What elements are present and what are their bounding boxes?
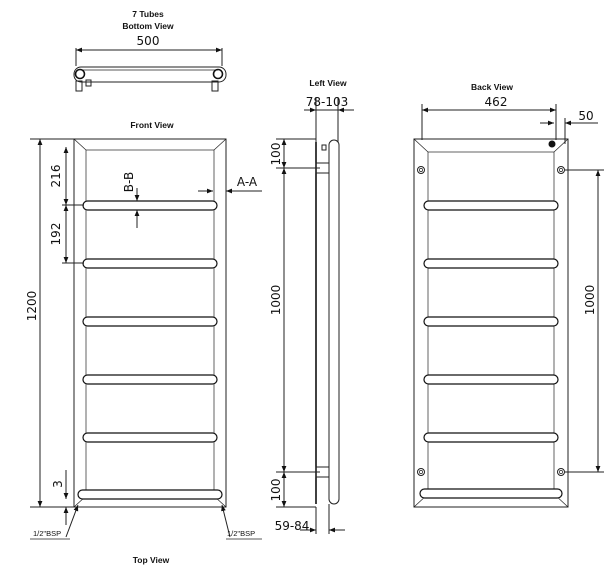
back-rail-bottom <box>419 488 563 499</box>
back-bracket <box>557 166 565 174</box>
back-rail <box>423 432 559 443</box>
front-view-title: Front View <box>130 120 174 130</box>
back-rail <box>423 374 559 385</box>
back-width-label: 462 <box>485 95 508 109</box>
front-top-gap-label: 216 <box>49 165 63 188</box>
left-view-bar <box>328 139 340 505</box>
bottom-view-right-leg <box>211 80 219 92</box>
bottom-view-right-bar <box>212 68 224 80</box>
bottom-view-left-bar <box>74 68 86 80</box>
bottom-view-left-leg <box>75 80 83 92</box>
bottom-view-width-label: 500 <box>137 34 160 48</box>
front-rail <box>82 374 218 385</box>
back-view: Back View 462 50 <box>413 82 604 508</box>
front-view: Front View 1200 216 192 3 B-B <box>25 120 262 540</box>
back-bracket-span-label: 1000 <box>583 285 597 316</box>
bottom-view: 7 Tubes Bottom View 500 <box>73 9 227 92</box>
top-view: Top View <box>133 555 170 565</box>
left-bracket-top-label: 100 <box>269 143 283 166</box>
back-rail <box>423 258 559 269</box>
front-frame-outer <box>73 138 227 508</box>
back-view-valve <box>548 140 556 148</box>
right-connection-label: 1/2"BSP <box>227 529 255 538</box>
back-rail <box>423 316 559 327</box>
back-bracket <box>417 468 425 476</box>
left-depth-top-label: 78-103 <box>306 95 349 109</box>
front-rail <box>82 316 218 327</box>
back-frame-outer <box>413 138 569 508</box>
front-rail <box>82 432 218 443</box>
left-bracket-span-label: 1000 <box>269 285 283 316</box>
front-bottom-gap-label: 3 <box>51 480 65 488</box>
left-depth-bottom-label: 59-84 <box>275 519 310 533</box>
bottom-view-title-line2: Bottom View <box>122 21 174 31</box>
bottom-view-valve <box>85 79 92 87</box>
section-aa-label: A-A <box>237 175 258 189</box>
left-view-title: Left View <box>309 78 347 88</box>
front-rail-bottom <box>77 489 223 500</box>
top-view-title: Top View <box>133 555 170 565</box>
front-rail <box>82 200 218 211</box>
section-bb-label: B-B <box>122 172 136 192</box>
back-view-title: Back View <box>471 82 513 92</box>
back-bracket <box>417 166 425 174</box>
front-rail-gap-label: 192 <box>49 223 63 246</box>
back-bracket <box>557 468 565 476</box>
bottom-view-body <box>73 66 227 83</box>
back-offset-label: 50 <box>578 109 593 123</box>
front-height-label: 1200 <box>25 291 39 322</box>
left-view-valve <box>321 144 327 151</box>
left-view: Left View 78-103 100 1000 100 59-84 <box>269 78 354 534</box>
front-rail <box>82 258 218 269</box>
back-rail <box>423 200 559 211</box>
left-bracket-bottom-label: 100 <box>269 479 283 502</box>
bottom-view-title-line1: 7 Tubes <box>132 9 164 19</box>
left-connection-label: 1/2"BSP <box>33 529 61 538</box>
